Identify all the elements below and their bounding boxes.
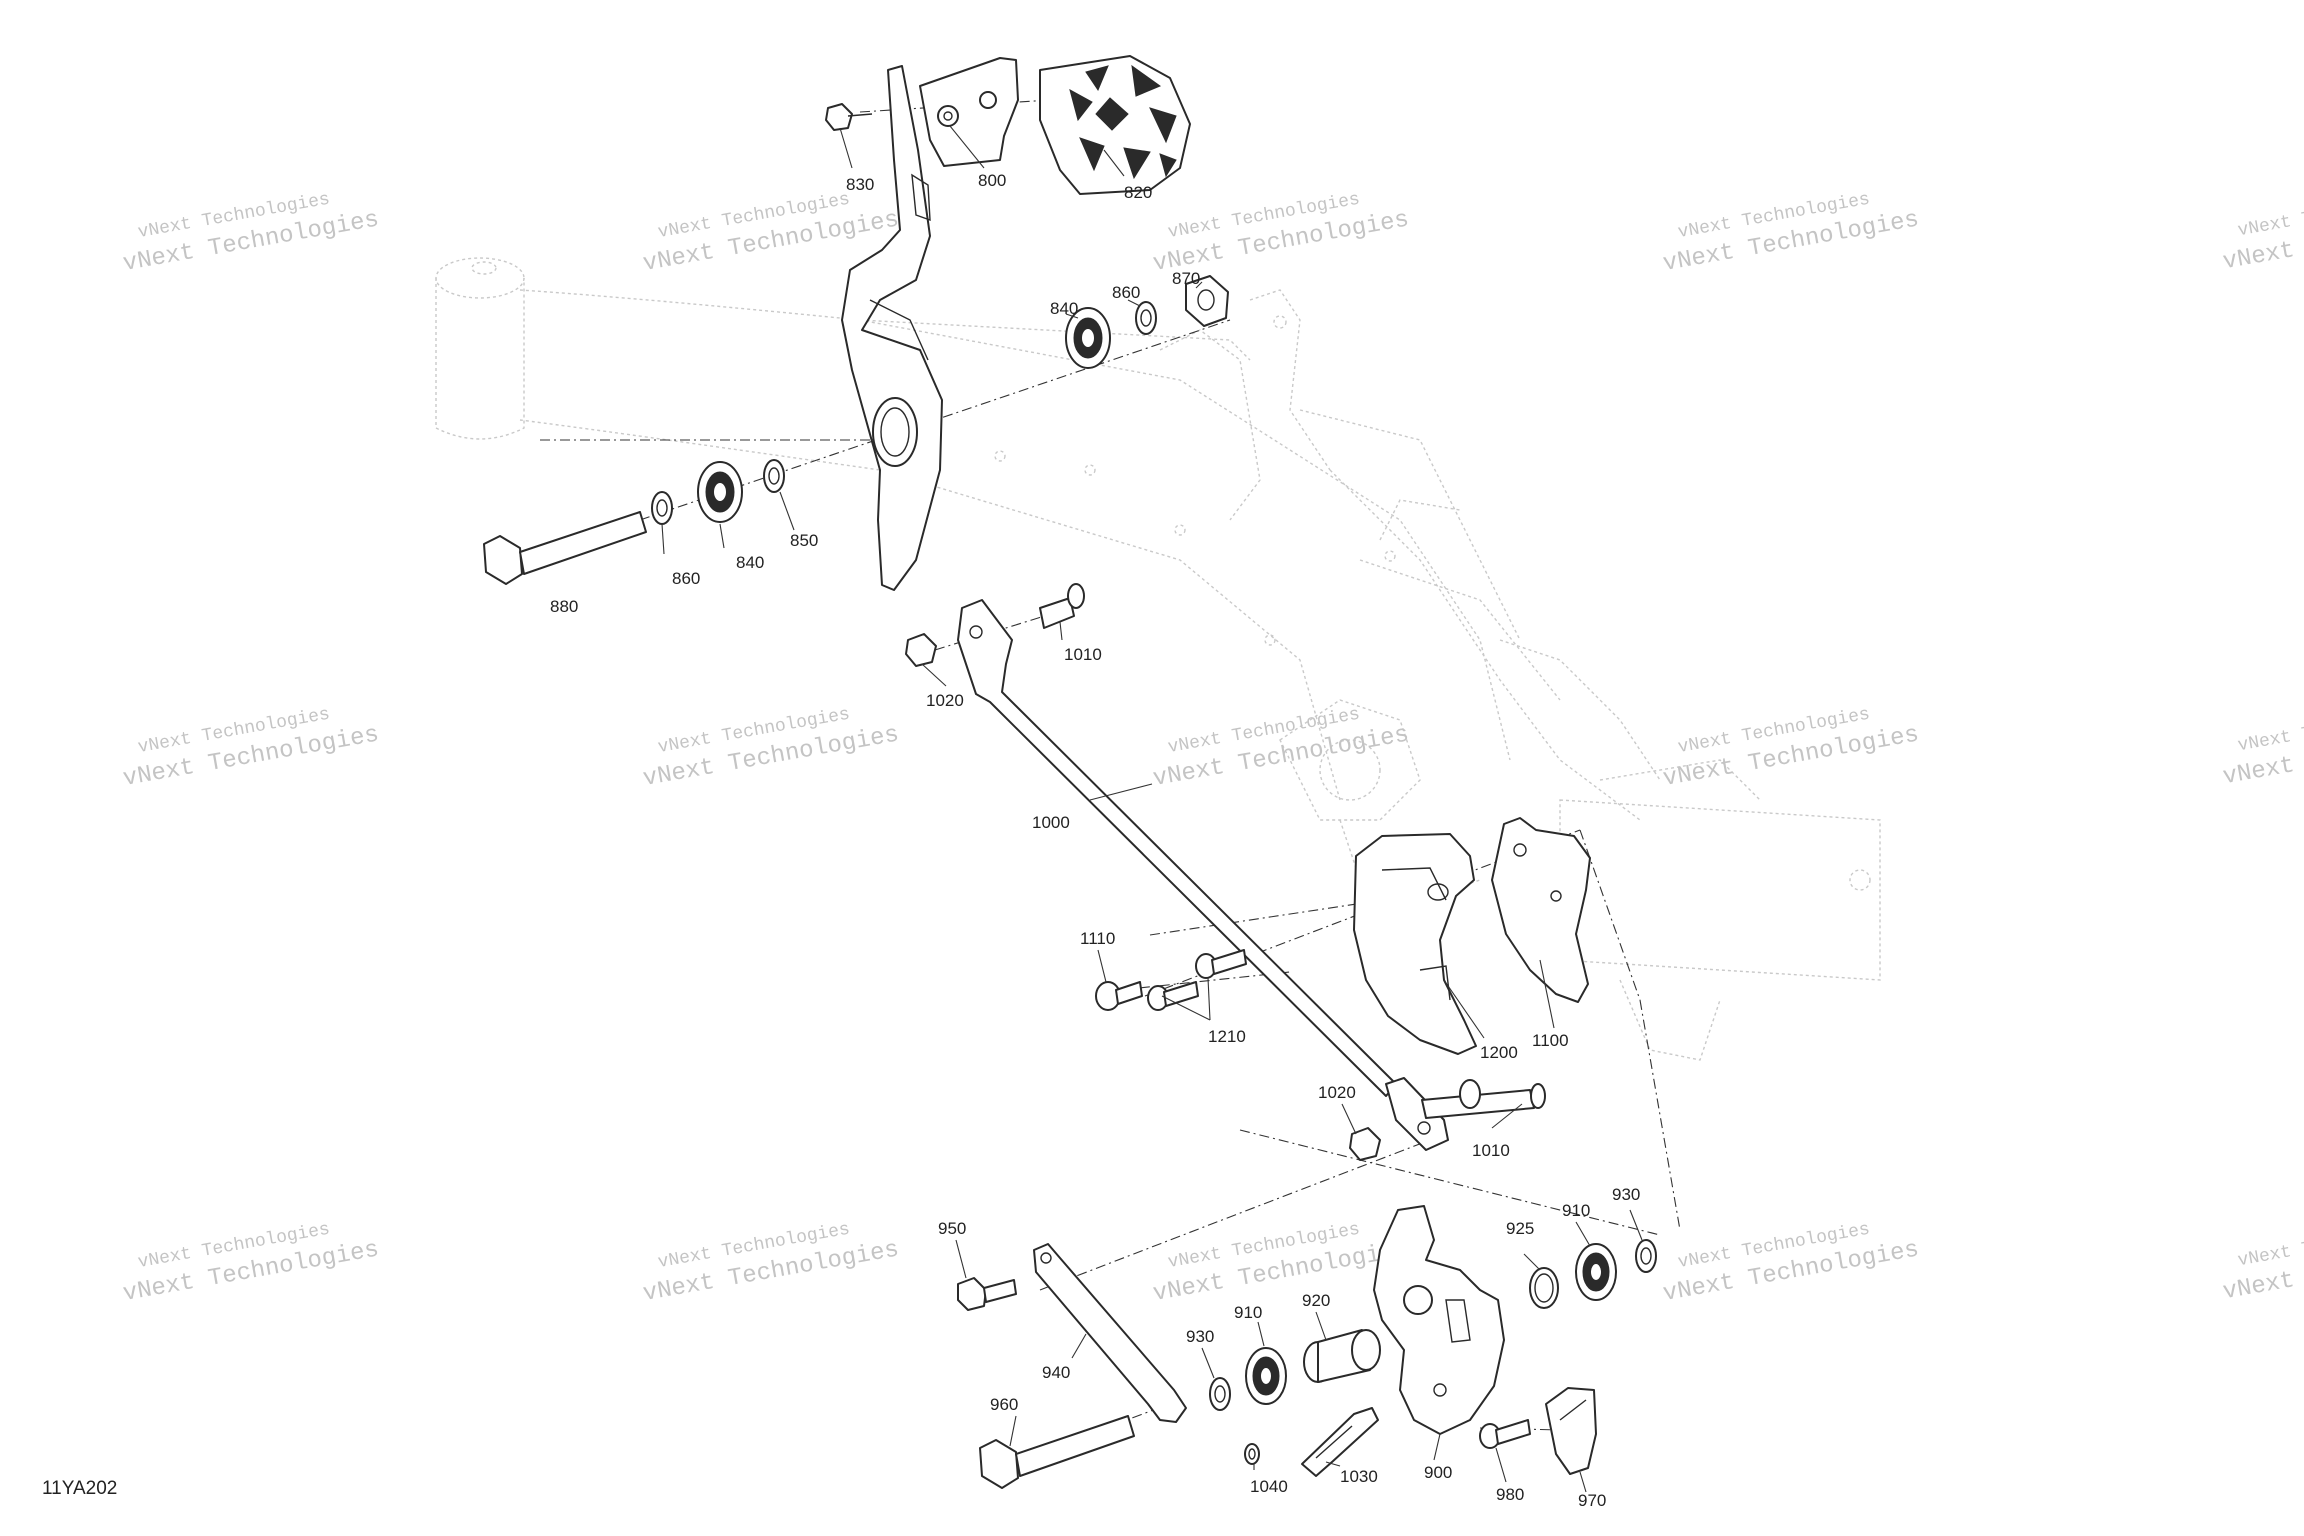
watermark: vNext Technologies xyxy=(2236,188,2304,241)
nut-1020-top xyxy=(905,633,937,667)
lever-link-940 xyxy=(1033,1243,1187,1423)
washer-860-left xyxy=(651,491,673,525)
brake-rod-1000 xyxy=(957,599,1449,1151)
callout-1020-top: 1020 xyxy=(926,691,964,710)
callout-880: 880 xyxy=(550,597,578,616)
callout-925: 925 xyxy=(1506,1219,1534,1238)
callout-1030: 1030 xyxy=(1340,1467,1378,1486)
nut-830 xyxy=(825,103,873,131)
washer-930-left xyxy=(1209,1377,1231,1411)
watermark-grid: vNext Technologies vNext Technologies vN… xyxy=(121,188,2304,1308)
bushing-920 xyxy=(1303,1329,1381,1383)
callout-labels: 830 800 820 840 860 870 880 860 840 850 … xyxy=(550,171,1640,1510)
callout-860-left: 860 xyxy=(672,569,700,588)
clevis-pin-1010-bottom xyxy=(1421,1079,1546,1119)
callout-1110: 1110 xyxy=(1080,929,1115,948)
callout-910-left: 910 xyxy=(1234,1303,1262,1322)
callout-1210: 1210 xyxy=(1208,1027,1246,1046)
callout-1010-bottom: 1010 xyxy=(1472,1141,1510,1160)
watermark: vNext Technologies xyxy=(2236,1218,2304,1271)
background-frame-ghost xyxy=(435,257,1881,1061)
callout-1010-top: 1010 xyxy=(1064,645,1102,664)
pedal-pad xyxy=(1039,55,1191,195)
pedal-bracket xyxy=(919,57,1019,167)
bolt-950 xyxy=(957,1277,1017,1311)
callout-1100: 1100 xyxy=(1532,1031,1569,1050)
callout-950: 950 xyxy=(938,1219,966,1238)
callout-910-right: 910 xyxy=(1562,1201,1590,1220)
washer-860-right xyxy=(1135,301,1157,335)
callout-930-left: 930 xyxy=(1186,1327,1214,1346)
bearing-840-left xyxy=(697,461,743,523)
sensor-plate-1100 xyxy=(1491,817,1591,1003)
washer-930-right xyxy=(1635,1239,1657,1273)
callout-800: 800 xyxy=(978,171,1006,190)
bracket-970 xyxy=(1545,1387,1597,1475)
callout-870: 870 xyxy=(1172,269,1200,288)
callout-900: 900 xyxy=(1424,1463,1452,1482)
nut-1020-bottom xyxy=(1349,1127,1381,1161)
callout-1020-bottom: 1020 xyxy=(1318,1083,1356,1102)
callout-980: 980 xyxy=(1496,1485,1524,1504)
washer-850 xyxy=(763,459,785,493)
bearing-910-right xyxy=(1575,1243,1617,1301)
brake-pedal-arm xyxy=(841,65,943,591)
callout-860-right: 860 xyxy=(1112,283,1140,302)
callout-1200: 1200 xyxy=(1480,1043,1518,1062)
cam-lever-900 xyxy=(1373,1205,1505,1435)
bearing-910-left xyxy=(1245,1347,1287,1405)
callout-940: 940 xyxy=(1042,1363,1070,1382)
spacer-1210 xyxy=(1147,949,1247,1011)
callout-920: 920 xyxy=(1302,1291,1330,1310)
screw-1110 xyxy=(1095,981,1143,1011)
callout-840-right: 840 xyxy=(1050,299,1078,318)
callout-970: 970 xyxy=(1578,1491,1606,1510)
sensor-cover-1200 xyxy=(1353,833,1477,1055)
ring-925 xyxy=(1529,1267,1559,1309)
screw-980 xyxy=(1479,1419,1531,1449)
diagram-code: 11YA202 xyxy=(42,1478,118,1499)
clevis-pin-1010-top xyxy=(1039,583,1085,629)
callout-830: 830 xyxy=(846,175,874,194)
bolt-960 xyxy=(979,1415,1135,1489)
callout-1040: 1040 xyxy=(1250,1477,1288,1496)
pivot-bolt-880 xyxy=(483,511,647,585)
callout-960: 960 xyxy=(990,1395,1018,1414)
nut-870 xyxy=(1185,275,1229,327)
callout-930-right: 930 xyxy=(1612,1185,1640,1204)
leader-lines xyxy=(661,125,1643,1493)
callout-1000: 1000 xyxy=(1032,813,1070,832)
callout-850: 850 xyxy=(790,531,818,550)
bearing-840-right xyxy=(1065,307,1111,369)
callout-820: 820 xyxy=(1124,183,1152,202)
clip-1030 xyxy=(1301,1407,1379,1477)
watermark: vNext Technologies xyxy=(2236,703,2304,756)
ring-1040 xyxy=(1244,1443,1260,1465)
callout-840-left: 840 xyxy=(736,553,764,572)
